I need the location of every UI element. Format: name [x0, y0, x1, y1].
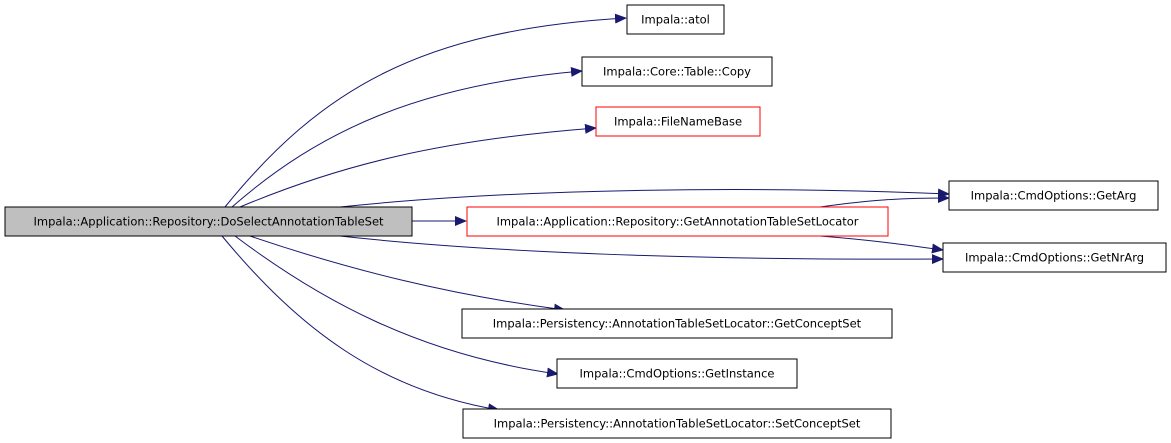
node-setconceptset-label: Impala::Persistency::AnnotationTableSetL… — [494, 417, 861, 431]
edge-root-to-atol — [224, 13, 627, 208]
node-root-box — [4, 206, 413, 237]
edge-getlocator-to-getarg — [819, 193, 950, 208]
node-setconceptset-box — [462, 408, 892, 439]
node-getarg-label: Impala::CmdOptions::GetArg — [971, 189, 1137, 203]
node-getinstance-box — [556, 358, 798, 389]
edge-root-to-getarg — [339, 188, 950, 208]
node-copy[interactable]: Impala::Core::Table::Copy — [581, 56, 773, 87]
node-atol-box — [626, 4, 725, 35]
node-copy-box — [581, 56, 773, 87]
node-getinstance-label: Impala::CmdOptions::GetInstance — [580, 367, 775, 381]
edge-getlocator-to-getnrarg — [819, 235, 944, 254]
node-filenamebase-label: Impala::FileNameBase — [614, 115, 742, 129]
node-getnrarg-box — [942, 242, 1167, 273]
edge-root-to-getconceptset — [249, 235, 566, 314]
node-root-label: Impala::Application::Repository::DoSelec… — [33, 215, 384, 229]
node-getnrarg-label: Impala::CmdOptions::GetNrArg — [965, 251, 1144, 265]
node-getarg[interactable]: Impala::CmdOptions::GetArg — [948, 180, 1159, 211]
node-filenamebase-box — [595, 106, 761, 137]
node-getnrarg[interactable]: Impala::CmdOptions::GetNrArg — [942, 242, 1167, 273]
edge-root-to-getinstance — [234, 235, 559, 378]
edges — [221, 13, 950, 414]
edge-root-to-getnrarg — [339, 235, 944, 265]
edge-root-to-filenamebase — [239, 123, 597, 208]
node-getinstance[interactable]: Impala::CmdOptions::GetInstance — [556, 358, 798, 389]
edge-root-to-setconceptset — [221, 235, 500, 414]
node-getlocator-box — [466, 206, 889, 237]
node-getconceptset-box — [461, 308, 893, 339]
node-copy-label: Impala::Core::Table::Copy — [603, 65, 751, 79]
node-setconceptset[interactable]: Impala::Persistency::AnnotationTableSetL… — [462, 408, 892, 439]
node-getconceptset-label: Impala::Persistency::AnnotationTableSetL… — [493, 317, 862, 331]
node-root[interactable]: Impala::Application::Repository::DoSelec… — [4, 206, 413, 237]
node-getconceptset[interactable]: Impala::Persistency::AnnotationTableSetL… — [461, 308, 893, 339]
node-getlocator-label: Impala::Application::Repository::GetAnno… — [496, 215, 858, 229]
node-atol-label: Impala::atol — [641, 13, 710, 27]
edge-root-to-copy — [231, 66, 583, 208]
node-getarg-box — [948, 180, 1159, 211]
nodes: Impala::Application::Repository::DoSelec… — [4, 4, 1167, 439]
node-atol[interactable]: Impala::atol — [626, 4, 725, 35]
node-getlocator[interactable]: Impala::Application::Repository::GetAnno… — [466, 206, 889, 237]
node-filenamebase[interactable]: Impala::FileNameBase — [595, 106, 761, 137]
